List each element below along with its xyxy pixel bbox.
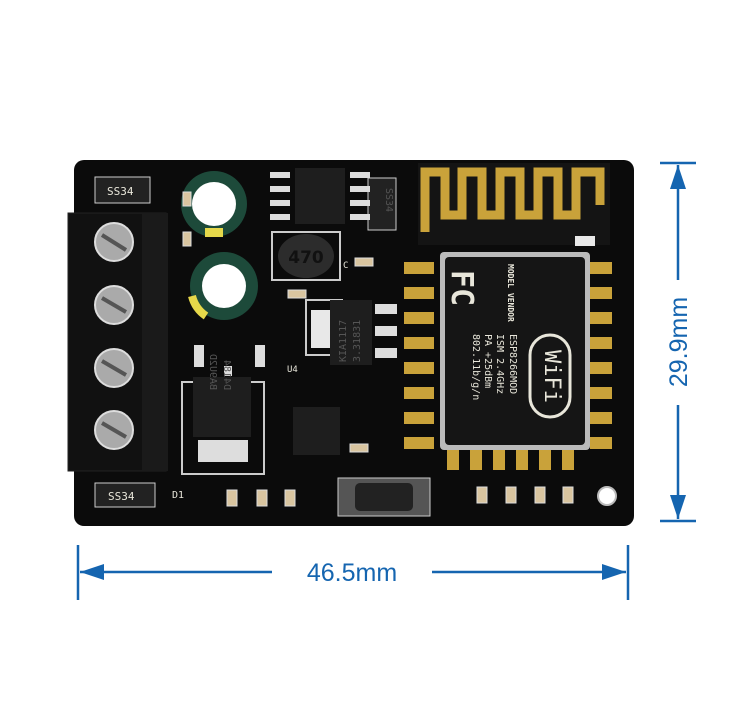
width-dimension <box>76 545 630 600</box>
svg-text:SS34: SS34 <box>383 188 394 212</box>
svg-text:SS34: SS34 <box>107 185 134 198</box>
diode-top: SS34 <box>94 176 151 204</box>
smd-resistors <box>182 191 574 507</box>
electrolytic-capacitor-1 <box>181 171 247 237</box>
module-standard: 802.11b/g/n <box>470 334 481 400</box>
module-vendor-label: MODEL VENDOR <box>506 264 515 322</box>
diode-right: SS34 <box>367 177 397 231</box>
mosfet: BA9U2D D4184 <box>181 345 265 475</box>
pcb-antenna <box>418 163 610 246</box>
tactile-button <box>337 477 431 517</box>
svg-text:U4: U4 <box>287 365 298 375</box>
svg-text:SS34: SS34 <box>108 490 135 503</box>
svg-text:C: C <box>343 261 348 271</box>
module-model: ESP8266MOD <box>507 334 518 394</box>
svg-text:BA9U2D: BA9U2D <box>207 354 218 390</box>
module-ism: ISM 2.4GHz <box>494 334 505 394</box>
svg-text:KIA1117: KIA1117 <box>338 320 349 362</box>
svg-text:3.31831: 3.31831 <box>352 320 363 362</box>
ic-top <box>270 168 370 224</box>
module-castellated-pads <box>404 262 612 470</box>
height-label: 29.9mm <box>665 297 693 387</box>
height-dimension <box>660 161 696 523</box>
svg-text:470: 470 <box>288 248 324 268</box>
electrolytic-capacitor-2 <box>188 252 258 320</box>
svg-text:D4184: D4184 <box>221 360 232 390</box>
inductor: 470 <box>271 231 341 281</box>
screw-terminal-block <box>67 212 168 472</box>
esp8266-module: MODEL VENDOR FC ESP8266MOD ISM 2.4GHz PA… <box>440 252 590 450</box>
mounting-hole <box>597 486 617 506</box>
width-label: 46.5mm <box>307 559 397 587</box>
svg-text:D1: D1 <box>172 490 184 501</box>
voltage-regulator: KIA1117 3.31831 U4 C <box>287 261 397 375</box>
fcc-mark: FC <box>444 270 479 306</box>
wifi-logo: WiFi <box>539 350 564 403</box>
diode-bottom: SS34 D1 <box>94 482 184 508</box>
module-pa: PA +25dBm <box>482 334 493 388</box>
ic-small <box>293 407 340 455</box>
